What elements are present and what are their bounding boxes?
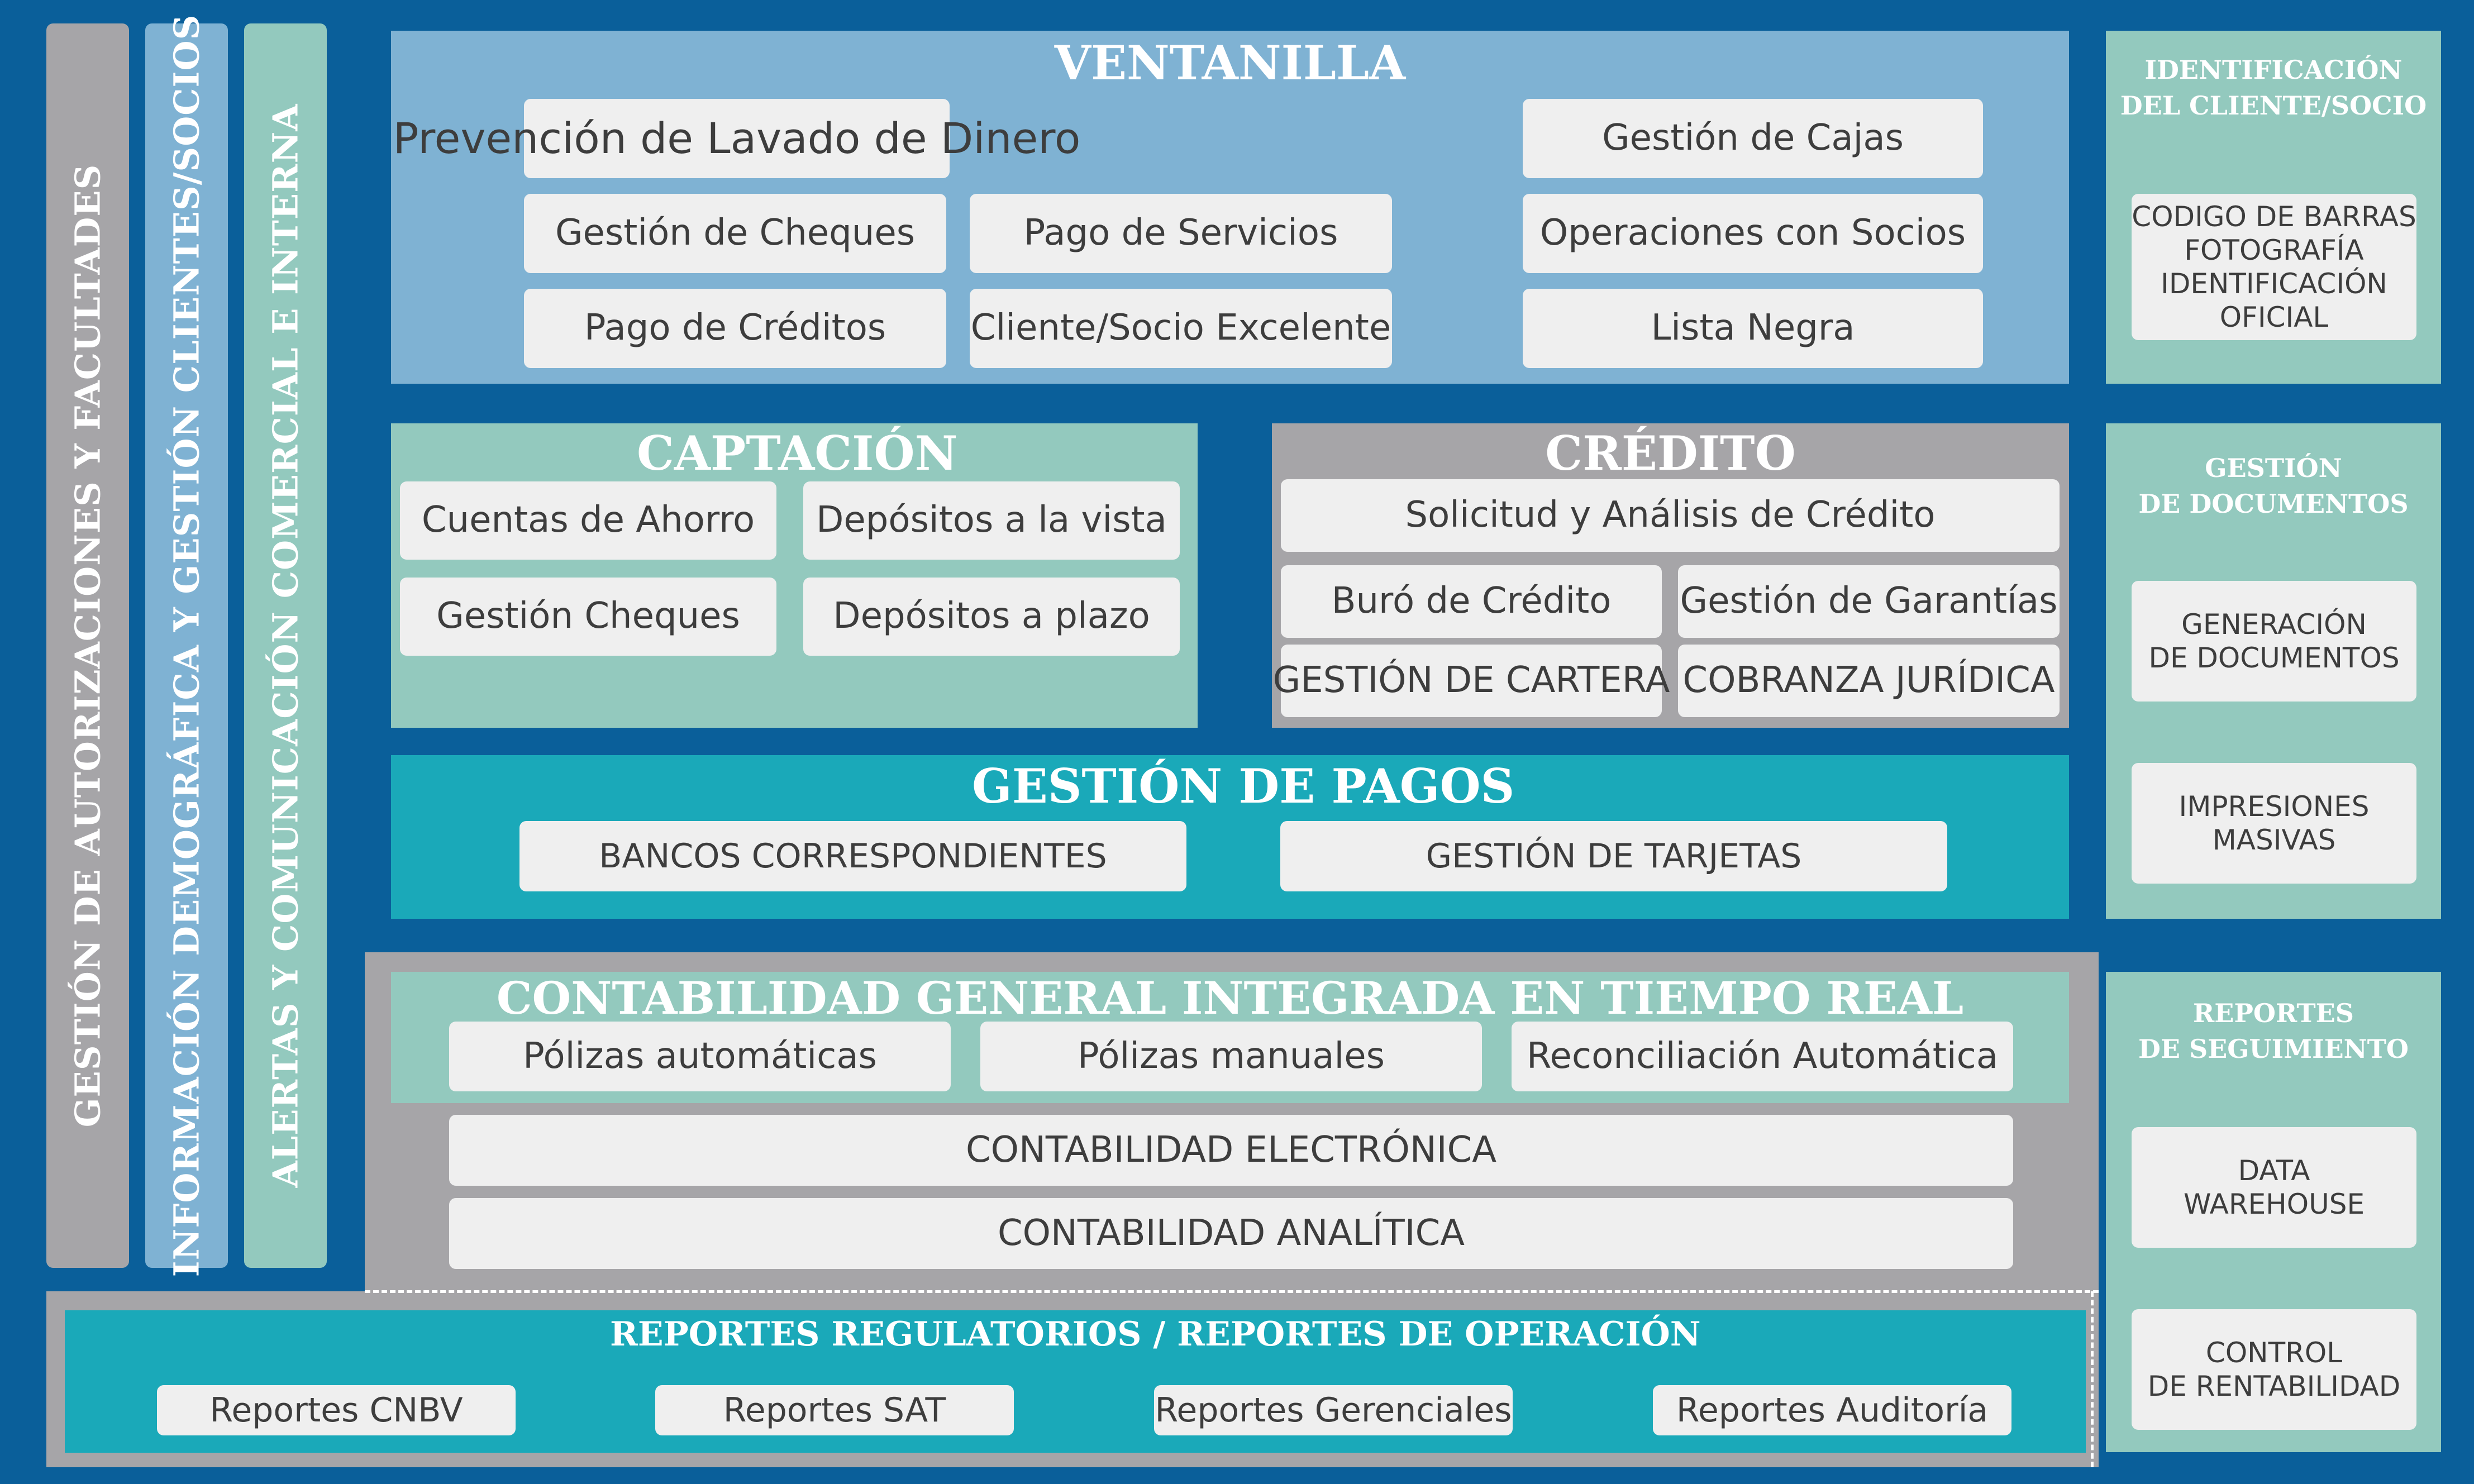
captacion-panel: CAPTACIÓN Cuentas de Ahorro Depósitos a … [391, 423, 1198, 728]
contabilidad-analitica: CONTABILIDAD ANALÍTICA [449, 1198, 2013, 1269]
impresiones-masivas-box: IMPRESIONES MASIVAS [2132, 763, 2416, 884]
gestion-documentos-panel: GESTIÓN DE DOCUMENTOS GENERACIÓN DE DOCU… [2106, 423, 2441, 919]
credito-item-solicitud: Solicitud y Análisis de Crédito [1281, 479, 2060, 552]
gestion-documentos-title-line1: GESTIÓN [2205, 453, 2342, 483]
contabilidad-item-polizas-manuales: Pólizas manuales [980, 1022, 1482, 1091]
side-bar-informacion-demografica-label: INFORMACIÓN DEMOGRÁFICA Y GESTIÓN CLIENT… [166, 14, 207, 1277]
reportes-seguimiento-title-line1: REPORTES [2193, 998, 2354, 1028]
credito-item-cartera: GESTIÓN DE CARTERA [1273, 645, 1670, 717]
credito-item-garantias: Gestión de Garantías [1678, 565, 2060, 638]
data-warehouse-line2: WAREHOUSE [2183, 1188, 2365, 1220]
identificacion-line-oficial: OFICIAL [2219, 301, 2329, 333]
gestion-pagos-title: GESTIÓN DE PAGOS [972, 758, 1515, 814]
control-rentabilidad-line1: CONTROL [2205, 1337, 2343, 1369]
identificacion-line-identificacion: IDENTIFICACIÓN [2161, 268, 2387, 300]
gestion-pagos-item-tarjetas: GESTIÓN DE TARJETAS [1280, 821, 1947, 891]
contabilidad-title: CONTABILIDAD GENERAL INTEGRADA EN TIEMPO… [496, 972, 1964, 1024]
reportes-auditoria: Reportes Auditoría [1653, 1385, 2011, 1435]
identificacion-line-codigo: CODIGO DE BARRAS [2132, 201, 2416, 233]
reportes-regulatorios-title: REPORTES REGULATORIOS / REPORTES DE OPER… [610, 1315, 1701, 1354]
side-bar-autorizaciones: GESTIÓN DE AUTORIZACIONES Y FACULTADES [46, 23, 129, 1268]
control-rentabilidad-box: CONTROL DE RENTABILIDAD [2132, 1309, 2416, 1430]
reportes-seguimiento-title: REPORTES DE SEGUIMIENTO [2106, 995, 2441, 1067]
reportes-seguimiento-panel: REPORTES DE SEGUIMIENTO DATA WAREHOUSE C… [2106, 972, 2441, 1452]
credito-item-buro: Buró de Crédito [1281, 565, 1662, 638]
identificacion-title-line2: DEL CLIENTE/SOCIO [2120, 90, 2427, 121]
ventanilla-item-gestion-cajas: Gestión de Cajas [1523, 99, 1983, 178]
gestion-pagos-panel: GESTIÓN DE PAGOS BANCOS CORRESPONDIENTES… [391, 755, 2069, 919]
gestion-documentos-title-line2: DE DOCUMENTOS [2138, 489, 2409, 519]
reportes-seguimiento-title-line2: DE SEGUIMIENTO [2138, 1034, 2409, 1065]
ventanilla-title: VENTANILLA [1054, 35, 1406, 90]
captacion-item-cuentas-ahorro: Cuentas de Ahorro [400, 481, 776, 560]
ventanilla-item-prevencion: Prevención de Lavado de Dinero [393, 99, 1080, 178]
credito-panel: CRÉDITO Solicitud y Análisis de Crédito … [1272, 423, 2069, 728]
generacion-documentos-line2: DE DOCUMENTOS [2148, 642, 2400, 674]
generacion-documentos-box: GENERACIÓN DE DOCUMENTOS [2132, 581, 2416, 702]
contabilidad-electronica: CONTABILIDAD ELECTRÓNICA [449, 1115, 2013, 1186]
control-rentabilidad-line2: DE RENTABILIDAD [2147, 1370, 2401, 1402]
gestion-documentos-title: GESTIÓN DE DOCUMENTOS [2106, 450, 2441, 522]
gestion-pagos-item-bancos: BANCOS CORRESPONDIENTES [519, 821, 1186, 891]
captacion-item-depositos-plazo: Depósitos a plazo [803, 578, 1180, 656]
identificacion-title-line1: IDENTIFICACIÓN [2144, 55, 2403, 85]
contabilidad-item-reconciliacion: Reconciliación Automática [1512, 1022, 2013, 1091]
reportes-gerenciales: Reportes Gerenciales [1154, 1385, 1513, 1435]
dashed-separator-horizontal [365, 1290, 2099, 1293]
side-bar-informacion-demografica: INFORMACIÓN DEMOGRÁFICA Y GESTIÓN CLIENT… [145, 15, 228, 1277]
reportes-cnbv: Reportes CNBV [157, 1385, 516, 1435]
contabilidad-item-polizas-automaticas: Pólizas automáticas [449, 1022, 951, 1091]
ventanilla-item-lista-negra: Lista Negra [1523, 289, 1983, 368]
identificacion-info-box: CODIGO DE BARRAS FOTOGRAFÍA IDENTIFICACI… [2132, 194, 2416, 340]
identificacion-line-fotografia: FOTOGRAFÍA [2184, 234, 2364, 266]
ventanilla-item-operaciones-socios: Operaciones con Socios [1523, 194, 1983, 273]
dashed-separator-vertical [2091, 1291, 2094, 1467]
ventanilla-item-pago-servicios: Pago de Servicios [970, 194, 1392, 273]
data-warehouse-box: DATA WAREHOUSE [2132, 1127, 2416, 1248]
identificacion-panel: IDENTIFICACIÓN DEL CLIENTE/SOCIO CODIGO … [2106, 31, 2441, 384]
ventanilla-item-gestion-cheques: Gestión de Cheques [524, 194, 946, 273]
captacion-item-gestion-cheques: Gestión Cheques [400, 578, 776, 656]
contabilidad-panel: CONTABILIDAD GENERAL INTEGRADA EN TIEMPO… [391, 972, 2069, 1103]
credito-item-cobranza: COBRANZA JURÍDICA [1678, 645, 2060, 717]
ventanilla-item-pago-creditos: Pago de Créditos [524, 289, 946, 368]
side-bar-alertas: ALERTAS Y COMUNICACIÓN COMERCIAL E INTER… [244, 23, 327, 1268]
reportes-regulatorios-panel: REPORTES REGULATORIOS / REPORTES DE OPER… [65, 1310, 2086, 1453]
impresiones-masivas-line1: IMPRESIONES [2179, 790, 2370, 823]
data-warehouse-line1: DATA [2238, 1154, 2310, 1187]
impresiones-masivas-line2: MASIVAS [2212, 824, 2336, 856]
identificacion-title: IDENTIFICACIÓN DEL CLIENTE/SOCIO [2106, 52, 2441, 124]
captacion-title: CAPTACIÓN [637, 426, 958, 481]
ventanilla-item-cliente-socio: Cliente/Socio Excelente [970, 289, 1392, 368]
reportes-sat: Reportes SAT [655, 1385, 1014, 1435]
captacion-item-depositos-vista: Depósitos a la vista [803, 481, 1180, 560]
generacion-documentos-line1: GENERACIÓN [2181, 608, 2367, 641]
ventanilla-panel: VENTANILLA Prevención de Lavado de Diner… [391, 31, 2069, 384]
side-bar-alertas-label: ALERTAS Y COMUNICACIÓN COMERCIAL E INTER… [265, 103, 306, 1188]
credito-title: CRÉDITO [1545, 426, 1796, 481]
side-bar-autorizaciones-label: GESTIÓN DE AUTORIZACIONES Y FACULTADES [67, 164, 108, 1128]
